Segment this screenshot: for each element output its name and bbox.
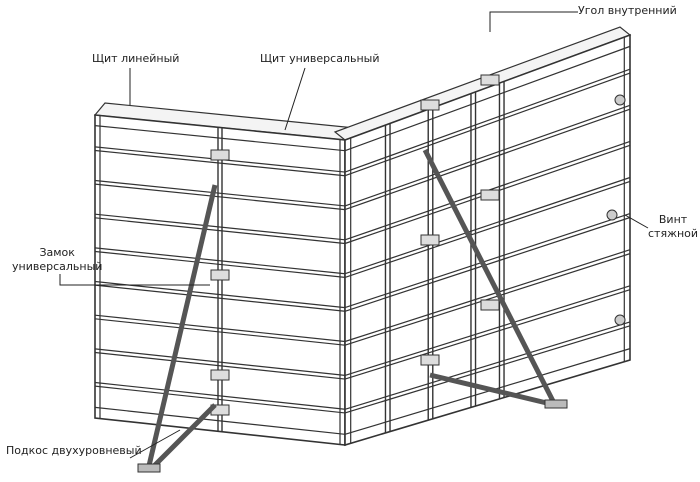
leader-line	[59, 274, 210, 286]
right-wall-rib	[344, 68, 631, 173]
label-tie-screw-line1: Винт	[658, 213, 688, 226]
leader-line	[624, 214, 649, 229]
right-wall-rib	[344, 104, 631, 207]
left-brace-upper	[145, 184, 218, 471]
label-linear-panel: Щит линейный	[92, 52, 180, 65]
right-wall-rib	[344, 108, 631, 211]
leader-line	[129, 429, 181, 459]
left-brace-foot	[137, 463, 161, 473]
tie-screw	[606, 209, 618, 221]
left-wall-rib	[94, 183, 346, 211]
tie-screw	[614, 314, 626, 326]
left-wall-rib	[94, 217, 346, 245]
right-wall-rib	[344, 325, 631, 414]
universal-lock	[480, 299, 500, 311]
left-wall-rib	[94, 314, 346, 343]
universal-lock	[210, 269, 230, 281]
right-wall-rib	[344, 72, 631, 177]
tie-screw	[614, 94, 626, 106]
label-tie-screw: Винт стяжной	[648, 213, 698, 241]
right-brace-foot	[544, 399, 568, 409]
label-two-level-brace: Подкос двухуровневый	[6, 444, 142, 457]
left-brace-lower	[148, 403, 217, 472]
right-wall-rib	[344, 213, 631, 309]
left-wall-rib	[94, 351, 346, 380]
left-wall-rib	[94, 318, 346, 346]
label-universal-lock-line1: Замок	[39, 246, 75, 259]
label-universal-lock-line2: универсальный	[12, 260, 103, 273]
right-wall-frame-bar	[344, 348, 631, 435]
right-wall-frame-bar	[344, 45, 631, 152]
universal-lock	[480, 74, 500, 86]
right-wall-rib	[344, 176, 631, 275]
universal-lock	[420, 354, 440, 366]
left-wall-rib	[94, 213, 346, 241]
universal-lock	[210, 369, 230, 381]
left-wall-rib	[94, 385, 346, 414]
left-wall-rib	[94, 284, 346, 312]
left-wall-rib	[94, 381, 346, 410]
left-wall-rib	[94, 247, 346, 275]
left-wall-rib	[94, 348, 346, 376]
right-wall-rib	[344, 216, 631, 312]
right-wall-rib	[344, 321, 631, 410]
label-universal-panel: Щит универсальный	[260, 52, 380, 65]
right-wall-frame	[344, 33, 631, 447]
right-brace-upper	[422, 148, 558, 407]
right-wall-rib	[344, 249, 631, 343]
label-universal-lock: Замок универсальный	[12, 246, 102, 274]
universal-lock	[420, 234, 440, 246]
universal-lock	[480, 189, 500, 201]
right-wall-rib	[344, 289, 631, 380]
label-inner-corner: Угол внутренний	[578, 4, 677, 17]
universal-lock	[420, 99, 440, 111]
leader-line	[284, 67, 306, 131]
left-wall-frame-bar	[94, 406, 346, 435]
left-wall-rib	[94, 179, 346, 207]
left-wall-rib	[94, 280, 346, 309]
left-wall-frame-bar	[94, 125, 346, 152]
universal-lock	[210, 149, 230, 161]
right-wall-rib	[344, 180, 631, 278]
right-brace-lower	[429, 372, 556, 408]
leader-line	[489, 11, 578, 32]
label-tie-screw-line2: стяжной	[648, 227, 699, 240]
right-wall-rib	[344, 253, 631, 346]
left-wall-rib	[94, 250, 346, 278]
left-wall-rib	[94, 149, 346, 177]
right-wall-rib	[344, 285, 631, 376]
